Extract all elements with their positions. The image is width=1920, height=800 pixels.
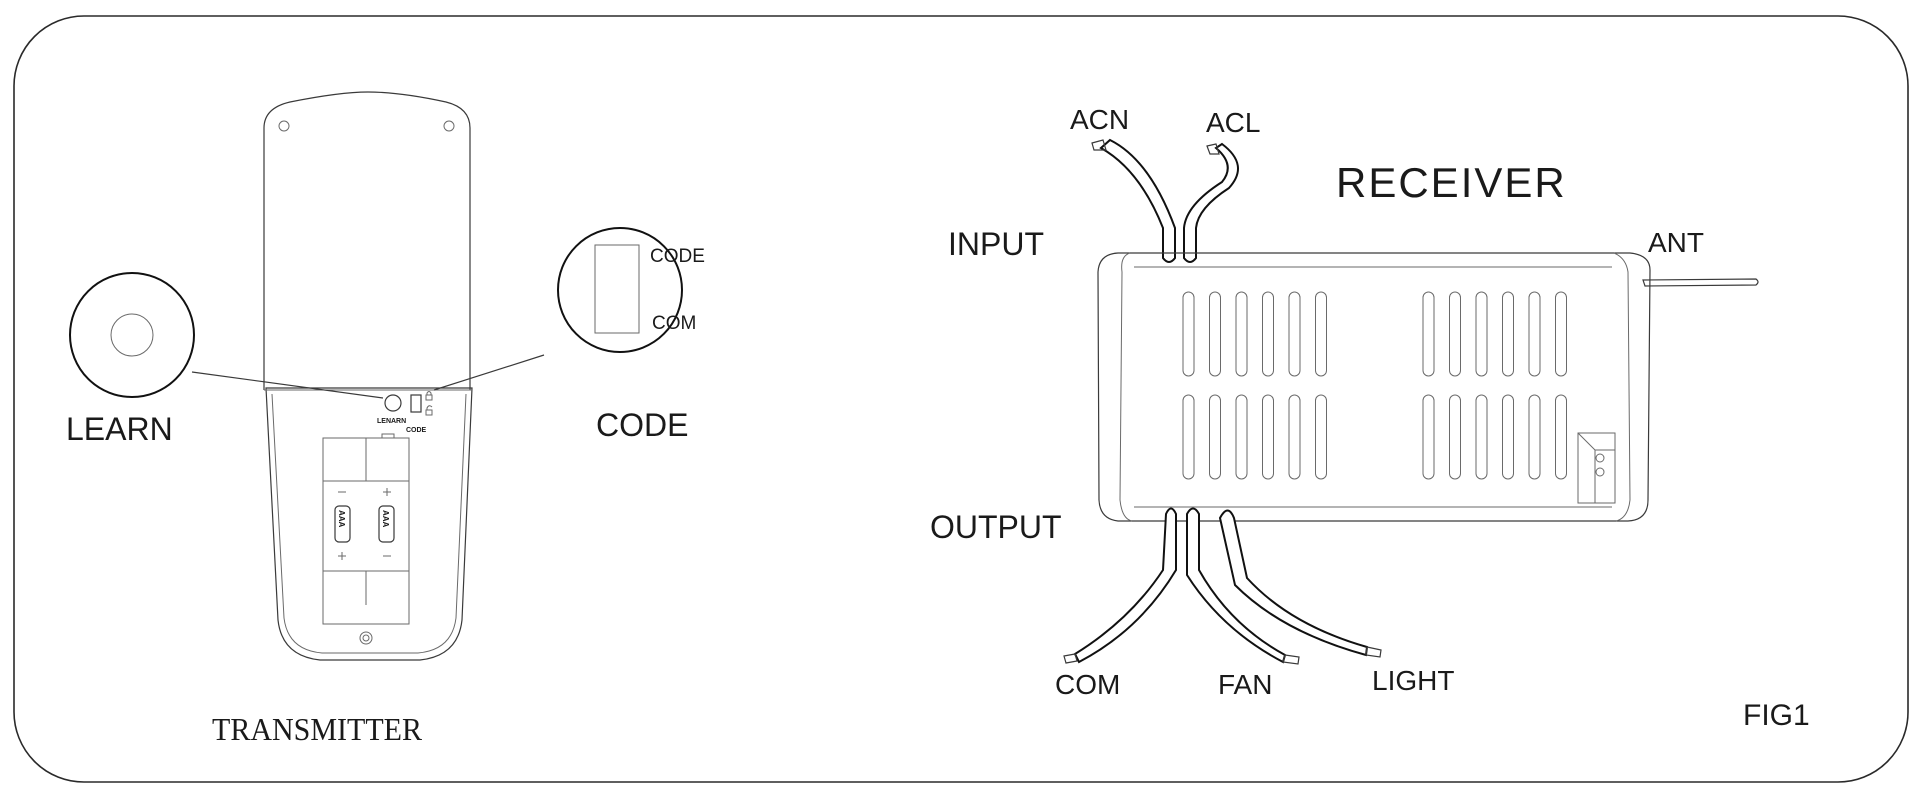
- code-leader-line: [433, 354, 545, 391]
- small-code-label: CODE: [406, 427, 427, 434]
- lock-closed-icon: [425, 391, 433, 401]
- transmitter-title: TRANSMITTER: [212, 711, 423, 747]
- plus-icon: [383, 488, 391, 496]
- learn-callout-button: [110, 313, 154, 357]
- vent-slot: [1528, 394, 1541, 480]
- cover-screw-hole-left: [278, 120, 290, 132]
- learn-callout-circle: [69, 272, 195, 398]
- transmitter-body-inner: [271, 393, 467, 654]
- vent-slot: [1209, 291, 1221, 377]
- output-wire-label-fan: FAN: [1218, 669, 1272, 700]
- vent-slot: [1422, 394, 1435, 480]
- learn-button[interactable]: [384, 394, 402, 412]
- output-wire-com: [1063, 507, 1177, 664]
- battery-slot-left: [334, 505, 351, 543]
- battery-compartment: AAA AAA: [322, 433, 410, 625]
- receiver: ACN ACL RECEIVER INPUT OUTPUT ANT: [930, 104, 1759, 700]
- vent-slot: [1235, 394, 1248, 480]
- vent-slot: [1449, 394, 1461, 480]
- vent-slot: [1235, 291, 1248, 377]
- vent-slot: [1475, 291, 1488, 377]
- vent-slot: [1315, 394, 1327, 480]
- output-wire-light: [1218, 509, 1382, 658]
- vent-grid: [1182, 291, 1567, 480]
- code-label: CODE: [596, 407, 688, 443]
- vent-slot: [1528, 291, 1541, 377]
- vent-slot: [1315, 291, 1327, 377]
- vent-slot: [1502, 291, 1514, 377]
- transmitter-battery-cover: [263, 91, 471, 390]
- input-wire-acl: [1183, 142, 1239, 263]
- input-wire-label-acn: ACN: [1070, 104, 1129, 135]
- output-wire-label-com: COM: [1055, 669, 1120, 700]
- battery-label-right: AAA: [381, 510, 390, 528]
- vent-slot: [1288, 394, 1301, 480]
- vent-slot: [1209, 394, 1221, 480]
- vent-slot: [1449, 291, 1461, 377]
- battery-slot-right: [378, 505, 395, 543]
- screw-hole: [359, 631, 373, 645]
- learn-leader-line: [191, 371, 384, 399]
- antenna[interactable]: [1642, 278, 1759, 287]
- plus-icon: [338, 552, 346, 560]
- code-callout-switch: [594, 244, 640, 334]
- input-wire-label-acl: ACL: [1206, 107, 1260, 138]
- input-label: INPUT: [948, 226, 1044, 262]
- figure-label: FIG1: [1743, 699, 1810, 732]
- vent-slot: [1262, 291, 1274, 377]
- code-callout-circle: [557, 227, 683, 353]
- transmitter-body: [265, 387, 473, 661]
- com-position-label: COM: [652, 313, 696, 334]
- figure-frame: [13, 15, 1909, 783]
- learn-label: LEARN: [66, 411, 173, 447]
- output-wire-fan: [1186, 507, 1300, 665]
- receiver-title: RECEIVER: [1336, 159, 1567, 206]
- output-label: OUTPUT: [930, 509, 1062, 545]
- vent-slot: [1262, 394, 1274, 480]
- vent-slot: [1422, 291, 1435, 377]
- small-learn-label: LENARN: [377, 418, 406, 425]
- cover-screw-hole-right: [443, 120, 455, 132]
- vent-slot: [1502, 394, 1514, 480]
- lock-open-icon: [425, 405, 433, 416]
- output-wire-label-light: LIGHT: [1372, 665, 1454, 696]
- vent-slot: [1288, 291, 1301, 377]
- battery-label-left: AAA: [337, 510, 346, 528]
- vent-slot: [1475, 394, 1488, 480]
- vent-slot: [1555, 394, 1567, 480]
- receiver-housing: [1097, 252, 1651, 522]
- antenna-label: ANT: [1648, 227, 1704, 258]
- code-position-label: CODE: [650, 246, 705, 267]
- vent-slot: [1182, 291, 1195, 377]
- vent-slot: [1182, 394, 1195, 480]
- code-switch[interactable]: [410, 394, 422, 413]
- transmitter: LENARN CODE AAA AAA: [66, 91, 705, 747]
- vent-slot: [1555, 291, 1567, 377]
- terminal-block: [1577, 432, 1616, 504]
- input-wire-acn: [1091, 138, 1176, 263]
